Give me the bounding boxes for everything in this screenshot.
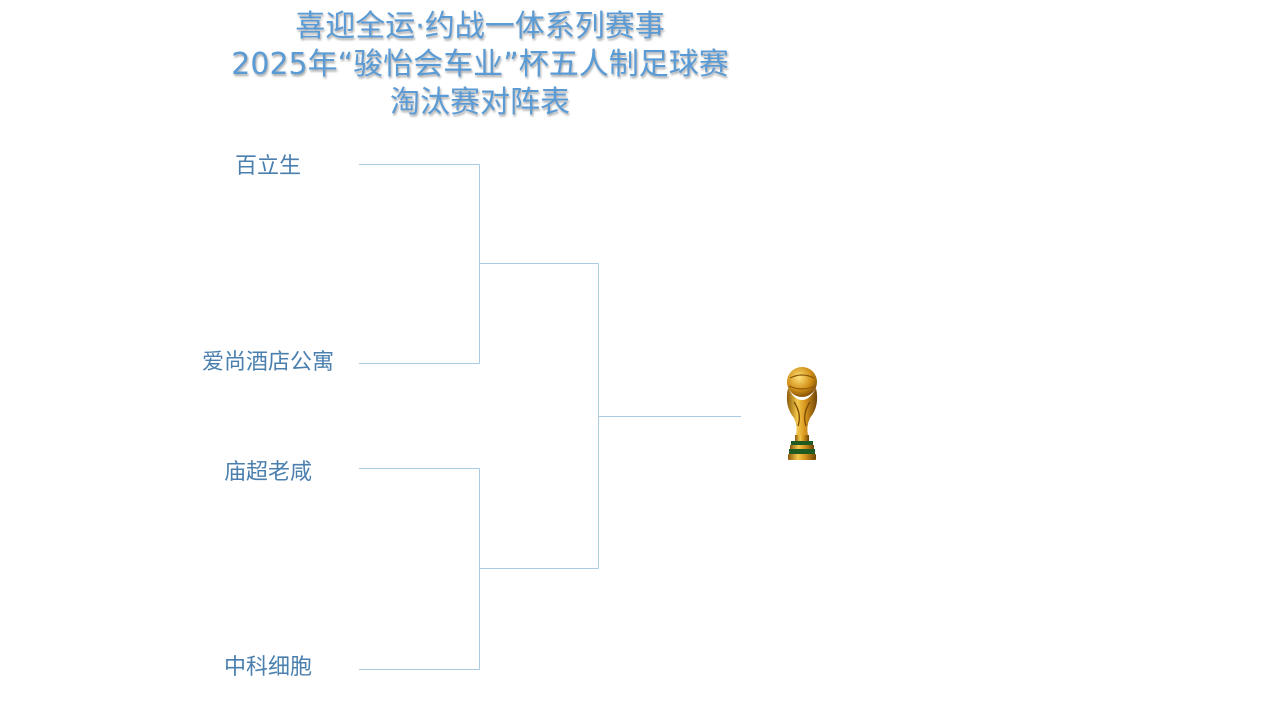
- team-3-label: 庙超老咸: [223, 460, 312, 485]
- trophy-icon: [786, 367, 818, 460]
- title-line-1: 喜迎全运·约战一体系列赛事: [295, 9, 665, 44]
- title-line-3: 淘汰赛对阵表: [390, 85, 570, 120]
- team-1-label: 百立生: [234, 154, 301, 179]
- title-line-2: 2025年“骏怡会车业”杯五人制足球赛: [231, 47, 729, 82]
- team-4-label: 中科细胞: [223, 655, 312, 680]
- team-2-label: 爱尚酒店公寓: [201, 350, 334, 375]
- page-title: 喜迎全运·约战一体系列赛事 2025年“骏怡会车业”杯五人制足球赛 淘汰赛对阵表: [180, 8, 780, 122]
